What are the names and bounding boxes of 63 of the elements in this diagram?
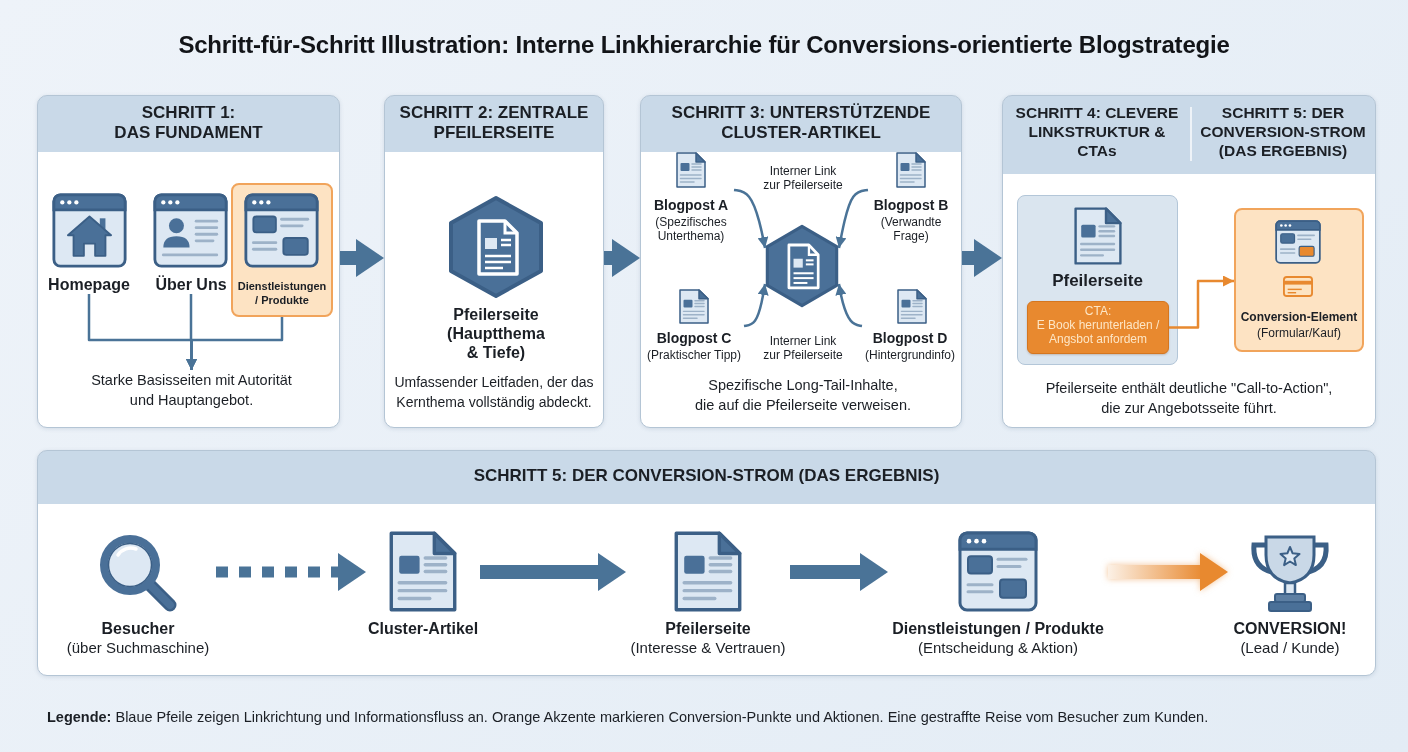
node-label: Pfeilerseite <box>1052 271 1143 291</box>
node-sublabel: (Spezifisches Unterthema) <box>655 215 727 243</box>
legend-text: Legende: Blaue Pfeile zeigen Linkrichtung und Informationsfluss an. Orange Akzente markieren Conversion-Punkte und Aktionen. Eine gestraffte Reise vom Besucher zum Kunden. <box>47 708 1209 727</box>
description-text: Pfeilerseite enthält deutliche "Call-to-Action", die zur Angebotsseite führt. <box>1045 379 1333 418</box>
arrow <box>1108 553 1228 591</box>
node-sublabel: (Praktischer Tipp) <box>647 348 741 362</box>
node-sublabel: (Hintergrundinfo) <box>865 348 955 362</box>
panel-heading: SCHRITT 4: CLEVERE LINKSTRUKTUR & CTAs <box>1015 103 1179 160</box>
node-label: Blogpost C <box>656 330 732 347</box>
arrow <box>1169 275 1234 329</box>
call-to-action-banner <box>1027 301 1169 354</box>
diagram-title: Schritt-für-Schritt Illustration: Interne Linkhierarchie für Conversions-orientierte Blogstrategie <box>178 31 1230 58</box>
step-panel <box>37 450 1376 676</box>
node-label: CONVERSION! <box>1233 619 1347 638</box>
node-label: Dienstleistungen / Produkte <box>892 619 1104 638</box>
arrow <box>962 239 1002 277</box>
annotation-text: Interner Link zur Pfeilerseite <box>762 334 844 362</box>
cta-label: CTA: <box>1084 304 1112 318</box>
arrow <box>790 553 888 591</box>
node-sublabel: (Verwandte Frage) <box>880 215 942 243</box>
arrow <box>186 317 284 370</box>
step-panel <box>640 95 962 428</box>
node-label: Blogpost B <box>873 197 949 214</box>
step-panel <box>37 95 340 428</box>
node-label: Blogpost D <box>872 330 948 347</box>
panel-heading: SCHRITT 5: DER CONVERSION-STROM (DAS ERGEBNIS) <box>1200 103 1366 160</box>
hexagon-document-icon <box>765 224 839 308</box>
node-label: Cluster-Artikel <box>367 619 479 638</box>
panel-heading: SCHRITT 2: ZENTRALE PFEILERSEITE <box>399 103 589 143</box>
node-label: Über Uns <box>155 275 227 294</box>
description-text: Umfassender Leitfaden, der das Kernthema vollständig abdeckt. <box>394 373 594 412</box>
node-label: Pfeilerseite <box>665 619 751 638</box>
node-label: Besucher <box>101 619 175 638</box>
panel-heading: SCHRITT 5: DER CONVERSION-STROM (DAS ERGEBNIS) <box>473 466 940 486</box>
description-text: Starke Basisseiten mit Autorität und Hauptangebot. <box>91 370 292 410</box>
description-text: Spezifische Long-Tail-Inhalte, die auf die Pfeilerseite verweisen. <box>695 376 911 415</box>
node-sublabel: (Lead / Kunde) <box>1240 638 1340 657</box>
node-sublabel: (Interesse & Vertrauen) <box>630 638 786 657</box>
node-label: Homepage <box>48 275 130 294</box>
node-label: Dienstleistungen / Produkte <box>237 279 327 307</box>
panel-heading: SCHRITT 1: DAS FUNDAMENT <box>114 103 263 143</box>
node-label: Conversion-Element <box>1240 310 1358 324</box>
highlight-card <box>231 183 333 317</box>
node-label: Pfeilerseite (Hauptthema & Tiefe) <box>447 305 545 362</box>
annotation-text: Interner Link zur Pfeilerseite <box>762 164 844 192</box>
arrow <box>835 188 869 249</box>
panel-heading: SCHRITT 3: UNTERSTÜTZENDE CLUSTER-ARTIKEL <box>671 103 931 143</box>
arrow <box>480 553 626 591</box>
cta-text: E Book herunterladen / Angsbot anfordem <box>1036 318 1160 346</box>
node-sublabel: (über Suchmaschine) <box>66 638 210 657</box>
page-card <box>1017 195 1178 365</box>
arrow <box>340 239 384 277</box>
arrow <box>733 188 769 249</box>
node-sublabel: (Entscheidung & Aktion) <box>917 638 1079 657</box>
arrow <box>216 553 366 591</box>
node-sublabel: (Formular/Kauf) <box>1257 326 1341 340</box>
node-label: Blogpost A <box>653 197 729 214</box>
highlight-card <box>1234 208 1364 352</box>
arrow <box>604 239 640 277</box>
step-panel <box>1002 95 1376 428</box>
arrow <box>835 283 863 328</box>
step-panel <box>384 95 604 428</box>
arrow <box>743 283 769 328</box>
